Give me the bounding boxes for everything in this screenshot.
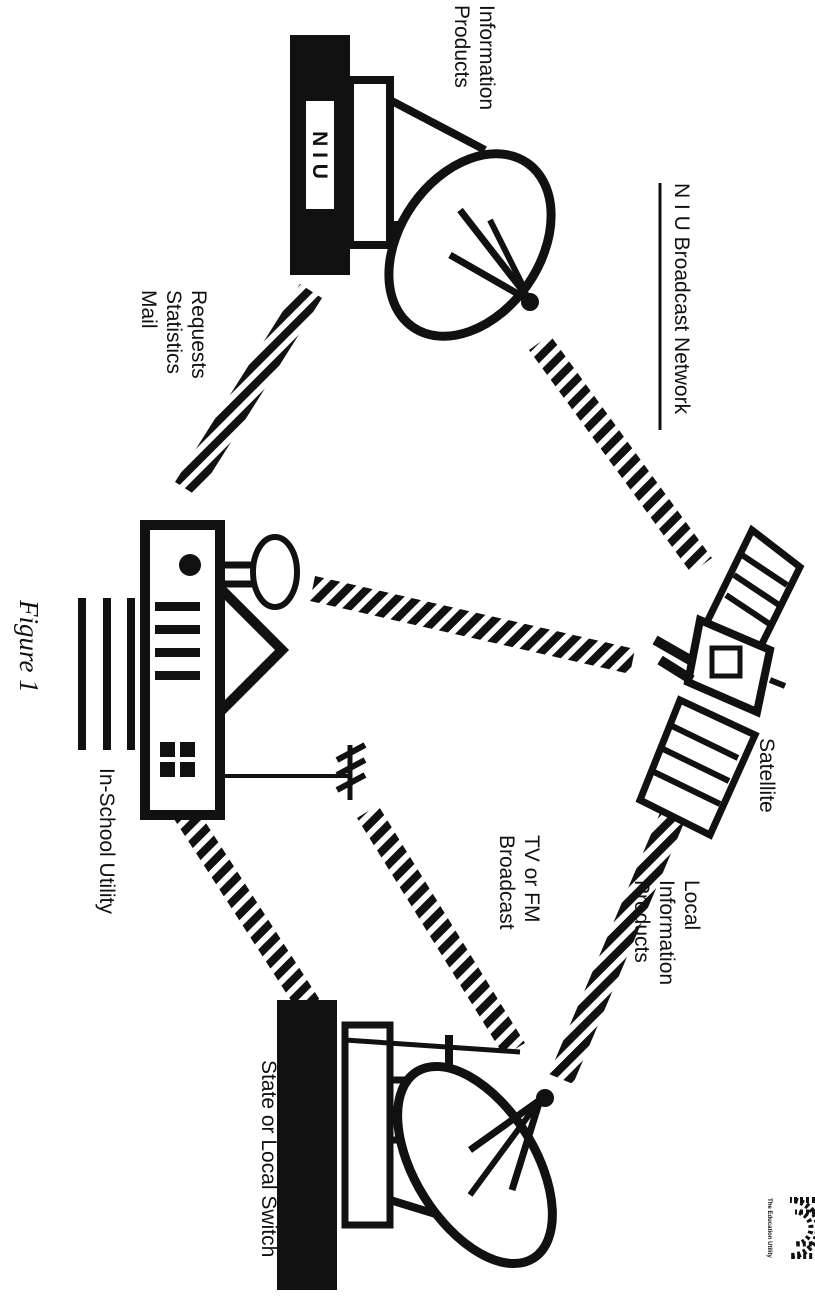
label-requests-line-2: Statistics xyxy=(162,290,185,374)
school-dish xyxy=(253,537,297,607)
label-state-or-local-switch: State or Local Switch xyxy=(257,1060,280,1257)
label-satellite: Satellite xyxy=(755,738,778,813)
switch-mast xyxy=(345,1025,390,1225)
label-tv-fm: TV or FM Broadcast xyxy=(495,835,543,930)
label-tv-fm-line-1: TV or FM xyxy=(520,835,543,923)
label-requests-line-1: Requests xyxy=(187,290,210,379)
link-school-to-local-switch xyxy=(174,806,320,1013)
label-local-line-1: Local xyxy=(680,880,703,930)
label-tv-fm-line-2: Broadcast xyxy=(495,835,518,930)
tv-antenna-icon xyxy=(220,745,365,800)
label-in-school-utility: In-School Utility xyxy=(95,768,118,914)
label-requests: Requests Statistics Mail xyxy=(137,290,210,379)
label-information-products-line-1: Information xyxy=(475,5,498,110)
niu-mast xyxy=(350,80,390,245)
niu-station: N I U xyxy=(290,35,585,367)
label-local-line-3: Products xyxy=(630,880,653,963)
label-requests-line-3: Mail xyxy=(137,290,160,329)
label-local-line-2: Information xyxy=(655,880,678,985)
figure-caption: Figure 1 xyxy=(14,599,44,693)
label-broadcast-network: N I U Broadcast Network xyxy=(670,183,693,415)
radio-tower-icon xyxy=(345,1035,520,1065)
switch-block xyxy=(277,1000,337,1290)
label-information-products: Information Products xyxy=(450,5,498,110)
local-switch-station xyxy=(277,1000,584,1290)
niu-box-label: N I U xyxy=(308,131,331,179)
education-utility-logo: The Education Utility xyxy=(766,1198,815,1258)
school-step-3 xyxy=(78,598,86,750)
niu-mast-beam xyxy=(390,100,485,150)
school-step-2 xyxy=(103,598,111,750)
link-school-to-satellite xyxy=(310,576,635,674)
label-local-information-products: Local Information Products xyxy=(630,880,703,985)
school-step-1 xyxy=(127,598,135,750)
school-clock xyxy=(179,554,201,576)
label-information-products-line-2: Products xyxy=(450,5,473,88)
logo-text: The Education Utility xyxy=(766,1198,772,1258)
